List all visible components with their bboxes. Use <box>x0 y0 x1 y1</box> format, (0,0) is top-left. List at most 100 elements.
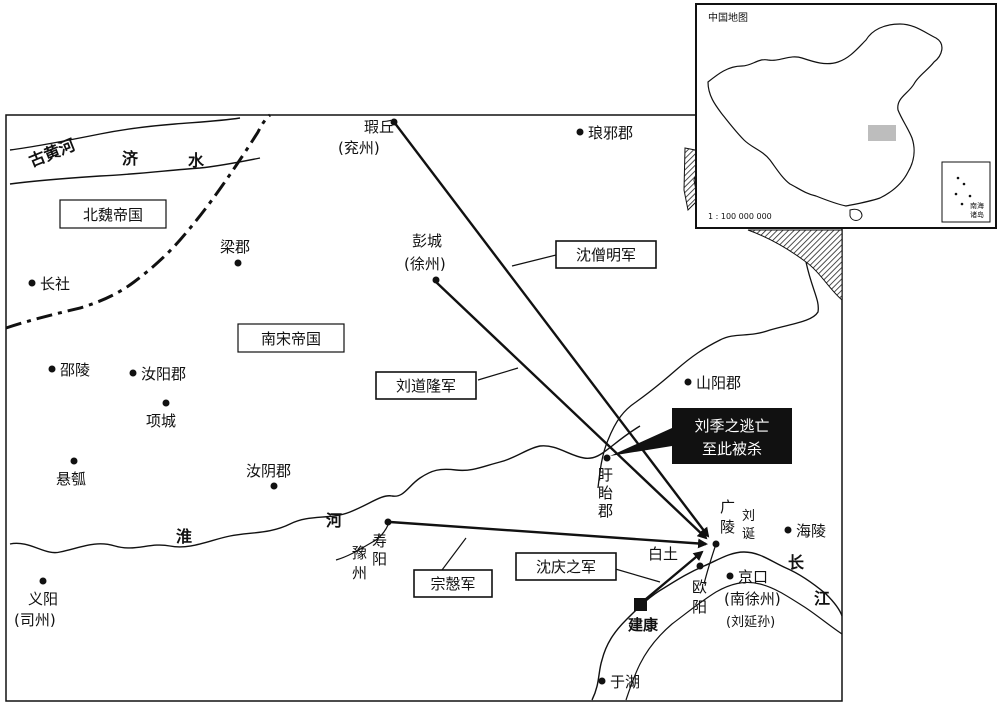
label-shanyangjun: 山阳郡 <box>696 374 741 392</box>
capital-jiankang-marker <box>634 598 647 611</box>
label-liuyansun: (刘延孙) <box>726 615 775 630</box>
old-yellow-river <box>9 117 241 151</box>
label-xuanhu: 悬瓠 <box>56 470 86 488</box>
dot-xuanhu <box>70 457 78 465</box>
inset-island <box>962 182 966 186</box>
label-jingkou-note: (南徐州) <box>724 590 781 608</box>
label-ruyangjun: 汝阳郡 <box>141 365 186 383</box>
inset-island <box>960 202 964 206</box>
callout-line-2: 至此被杀 <box>702 440 762 458</box>
inset-south-sea-label-2: 诸岛 <box>970 210 984 219</box>
label-xiangcheng: 项城 <box>146 412 176 430</box>
label-yuhu: 于湖 <box>610 673 640 691</box>
inset-island <box>956 176 960 180</box>
label-shaoling: 邵陵 <box>60 361 90 379</box>
dot-yuhu <box>598 677 606 685</box>
arrow-liu-daolong <box>435 281 708 540</box>
leader-shen-sengming <box>511 253 561 267</box>
region-south-song: 南宋帝国 <box>261 330 321 348</box>
leader-zong-que <box>441 537 467 571</box>
label-pengcheng-note: (徐州) <box>404 255 446 273</box>
label-yuzhou-2: 州 <box>352 564 367 582</box>
inset-scale: 1 : 100 000 000 <box>708 212 772 221</box>
dot-xiaqiu <box>390 118 398 126</box>
label-ouyang-2: 阳 <box>692 598 707 616</box>
label-jingkou: 京口 <box>738 568 768 586</box>
river-label-yangtze-2: 江 <box>814 589 830 608</box>
river-label-ji-1: 济 <box>122 149 139 168</box>
label-xuyi-3: 郡 <box>598 502 613 520</box>
army-shen-qingzhi: 沈庆之军 <box>536 558 596 576</box>
yangtze-river <box>591 551 843 701</box>
arrow-zong-que <box>389 520 708 549</box>
dot-jingkou <box>726 572 734 580</box>
label-ouyang-1: 欧 <box>692 578 707 596</box>
army-box-shen-qingzhi <box>515 552 617 581</box>
dot-shaoling <box>48 365 56 373</box>
dot-xuyi <box>603 454 611 462</box>
callout-pointer <box>610 428 672 456</box>
huai-tributary <box>335 519 391 561</box>
ji-river <box>9 157 261 185</box>
callout-line-1: 刘季之逃亡 <box>694 417 769 435</box>
dot-changshe <box>28 279 36 287</box>
label-liangjun: 梁郡 <box>220 238 250 256</box>
dot-langya <box>576 128 584 136</box>
inset-map: 中国地图 南海 诸岛 1 : 100 000 000 <box>695 3 997 229</box>
dot-ruyinjun <box>270 482 278 490</box>
dot-liangjun <box>234 259 242 267</box>
inset-china-outline <box>707 23 943 207</box>
river-label-ji-2: 水 <box>188 151 205 170</box>
label-shouyang-2: 阳 <box>372 550 387 568</box>
army-liu-daolong: 刘道隆军 <box>396 377 456 395</box>
dot-baitu <box>696 562 704 570</box>
huai-river <box>9 425 641 554</box>
label-pengcheng: 彭城 <box>412 232 442 250</box>
dot-yiyang <box>39 577 47 585</box>
callout-box <box>672 408 792 464</box>
label-xiaqiu: 瑕丘 <box>364 118 394 136</box>
label-changshe: 长社 <box>40 275 70 293</box>
coastline <box>597 261 819 489</box>
label-liudan-2: 诞 <box>742 527 755 542</box>
river-label-huai-2: 河 <box>326 511 342 530</box>
inset-south-sea-label-1: 南海 <box>970 201 984 210</box>
region-box-south-song <box>237 323 345 353</box>
label-liudan-1: 刘 <box>742 509 755 524</box>
label-xuyi-2: 眙 <box>598 484 613 502</box>
arrow-shen-qingzhi <box>639 550 704 605</box>
river-label-huai-1: 淮 <box>176 527 192 546</box>
label-ruyinjun: 汝阴郡 <box>246 462 291 480</box>
river-label-yangtze-1: 长 <box>788 553 805 572</box>
army-zong-que: 宗慤军 <box>430 575 475 593</box>
dot-pengcheng <box>432 276 440 284</box>
dot-shouyang <box>384 518 392 526</box>
label-guangling-2: 陵 <box>720 518 735 536</box>
inset-island <box>954 192 958 196</box>
label-yuzhou-1: 豫 <box>352 544 367 562</box>
label-shouyang-1: 寿 <box>372 532 387 550</box>
label-hailing: 海陵 <box>796 522 826 540</box>
arrow-shen-sengming <box>393 121 710 538</box>
label-jiankang: 建康 <box>628 616 659 634</box>
label-langya: 琅邪郡 <box>588 124 633 142</box>
label-yiyang-note: (司州) <box>14 611 56 629</box>
sea-east <box>747 229 843 302</box>
inset-south-sea-box <box>941 161 991 223</box>
dot-shanyangjun <box>684 378 692 386</box>
label-yiyang: 义阳 <box>28 590 58 608</box>
army-box-zong-que <box>413 569 493 598</box>
label-guangling-1: 广 <box>720 498 735 516</box>
label-xuyi-1: 盱 <box>598 466 613 484</box>
inset-hainan <box>849 208 863 221</box>
yangtze-bank <box>625 581 843 701</box>
dot-guangling <box>712 540 720 548</box>
inset-island <box>968 194 972 198</box>
dot-ruyangjun <box>129 369 137 377</box>
army-shen-sengming: 沈僧明军 <box>576 246 636 264</box>
dot-hailing <box>784 526 792 534</box>
region-box-north-wei <box>59 199 167 229</box>
wei-song-border <box>5 113 271 330</box>
label-xiaqiu-note: (兖州) <box>338 139 380 157</box>
